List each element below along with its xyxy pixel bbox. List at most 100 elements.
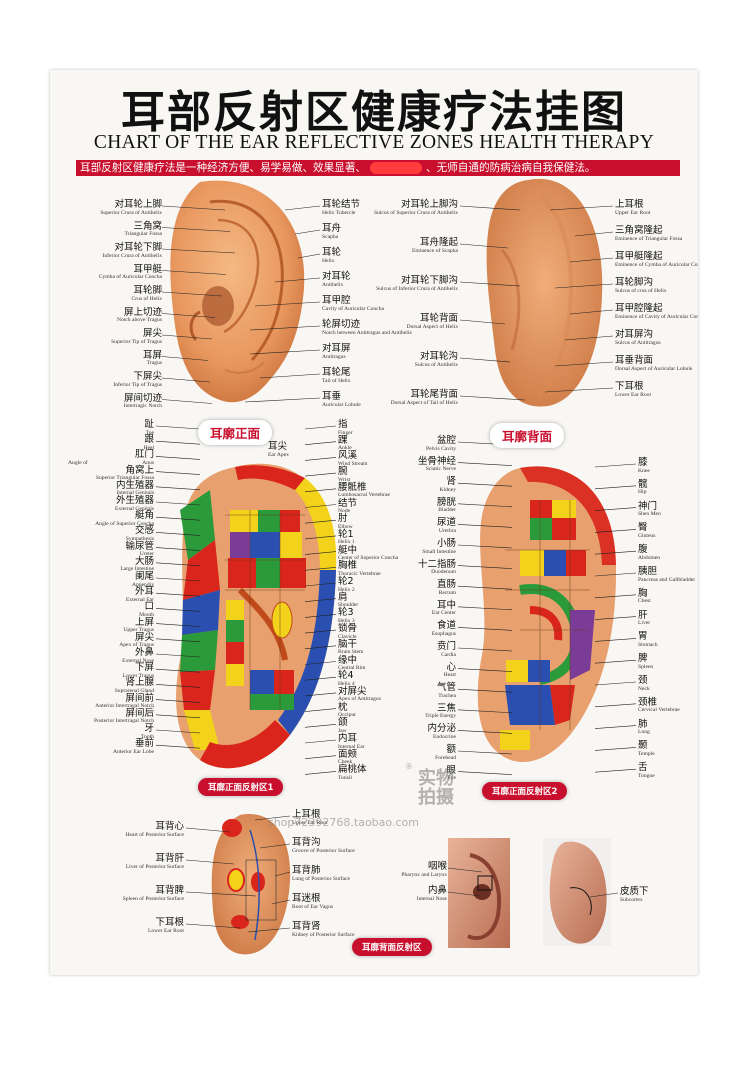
label-chinese: 结节	[338, 497, 358, 509]
label-english: Tongue	[638, 772, 655, 779]
label-english: Dorsal Aspect of Tail of Helix	[390, 399, 458, 406]
leader-line	[457, 585, 513, 590]
leader-line	[594, 572, 637, 577]
leader-line	[304, 441, 337, 445]
label-english: Tragus	[146, 360, 162, 366]
label-english: Stomach	[638, 641, 658, 648]
label-english: Pharynx and Larynx	[401, 871, 447, 878]
label-english: Rectum	[438, 589, 456, 596]
label-english: Superior Triangular Fossa	[95, 475, 154, 482]
label-chinese: 肺	[638, 718, 648, 730]
leader-line	[244, 397, 321, 403]
leader-line	[161, 377, 211, 383]
leader-line	[459, 319, 506, 325]
leader-line	[249, 325, 321, 331]
label-english: Antitragus	[322, 353, 346, 360]
label-english: Tonsil	[338, 774, 352, 781]
label-english: External Ear	[125, 596, 154, 603]
leader-line	[155, 684, 201, 688]
caption-front-zone2: 耳廓正面反射区2	[482, 782, 568, 800]
leader-line	[447, 867, 483, 873]
leader-line	[161, 356, 209, 361]
label-english: Trachea	[438, 692, 456, 699]
leader-line	[459, 205, 521, 211]
label-english: Cheek	[338, 759, 353, 766]
label-english: Intertragic Notch	[123, 403, 162, 409]
leader-line	[304, 771, 337, 775]
label-english: Eminence of Cymba of Auricular Concha	[615, 261, 698, 268]
label-chinese: 耳背脾	[155, 885, 184, 896]
label-chinese: 屏间后	[125, 707, 154, 719]
label-english: Heel	[143, 444, 154, 451]
back-ear-illustration	[486, 178, 603, 407]
banner-text-1: 耳部反射区健康疗法是一种经济方便、易学易做、效果显著、	[80, 162, 367, 174]
leader-line	[297, 253, 321, 259]
label-chinese: 耳轮结节	[322, 199, 361, 210]
label-english: Upper Ear Root	[615, 209, 651, 216]
label-chinese: 胃	[638, 631, 648, 643]
label-chinese: 耳垂	[322, 391, 342, 402]
label-chinese: 上耳根	[292, 809, 321, 820]
leader-line	[304, 567, 337, 571]
label-english: Superior Crura of Antihelix	[100, 209, 162, 216]
label-chinese: 轮3	[338, 607, 354, 619]
label-chinese: 腹	[638, 544, 648, 556]
label-chinese: 扁桃体	[338, 764, 367, 776]
label-chinese: 耳甲腔隆起	[615, 303, 663, 314]
label-chinese: 耳轮脚沟	[615, 277, 654, 288]
label-chinese: 眼	[446, 764, 456, 776]
leader-line	[259, 843, 291, 849]
leader-line	[155, 623, 201, 627]
leader-line	[155, 714, 201, 719]
label-english: Endocrine	[433, 733, 456, 740]
leader-line	[304, 488, 337, 493]
label-english: Internal Nose	[416, 895, 447, 902]
page-title-chinese: 耳部反射区健康疗法挂图	[121, 87, 627, 138]
label-english: Helix	[322, 257, 335, 264]
leader-line	[459, 395, 526, 401]
leader-line	[155, 425, 201, 430]
label-chinese: 交感	[134, 525, 154, 537]
label-english: Eminence of Cavity of Auricular Concha	[615, 313, 698, 320]
leader-line	[155, 668, 201, 673]
leader-line	[594, 725, 637, 729]
label-chinese: 对耳屏沟	[615, 329, 654, 340]
label-english: Forehead	[435, 754, 456, 761]
label-english: Pelvis Cavity	[426, 445, 456, 452]
label-english: Gluteus	[638, 532, 656, 539]
leader-line	[185, 827, 231, 833]
label-english: Duodenum	[431, 569, 456, 576]
label-english: Helix Tubercle	[322, 209, 356, 216]
back-zone-ear-illustration	[211, 814, 291, 955]
label-chinese: 垂前	[134, 738, 154, 750]
label-chinese: 肾	[446, 476, 456, 488]
label-english: Inferior Crura of Antihelix	[102, 252, 163, 259]
label-english: Lung of Posterior Surface	[292, 875, 350, 882]
label-chinese: 跟	[144, 434, 154, 446]
leader-line	[594, 638, 637, 642]
label-english: Liver of Posterior Surface	[125, 863, 184, 870]
leader-line	[457, 750, 513, 755]
leader-line	[304, 425, 337, 430]
label-chinese: 轮2	[338, 576, 354, 587]
label-english: Apex of Tragus	[119, 642, 154, 649]
